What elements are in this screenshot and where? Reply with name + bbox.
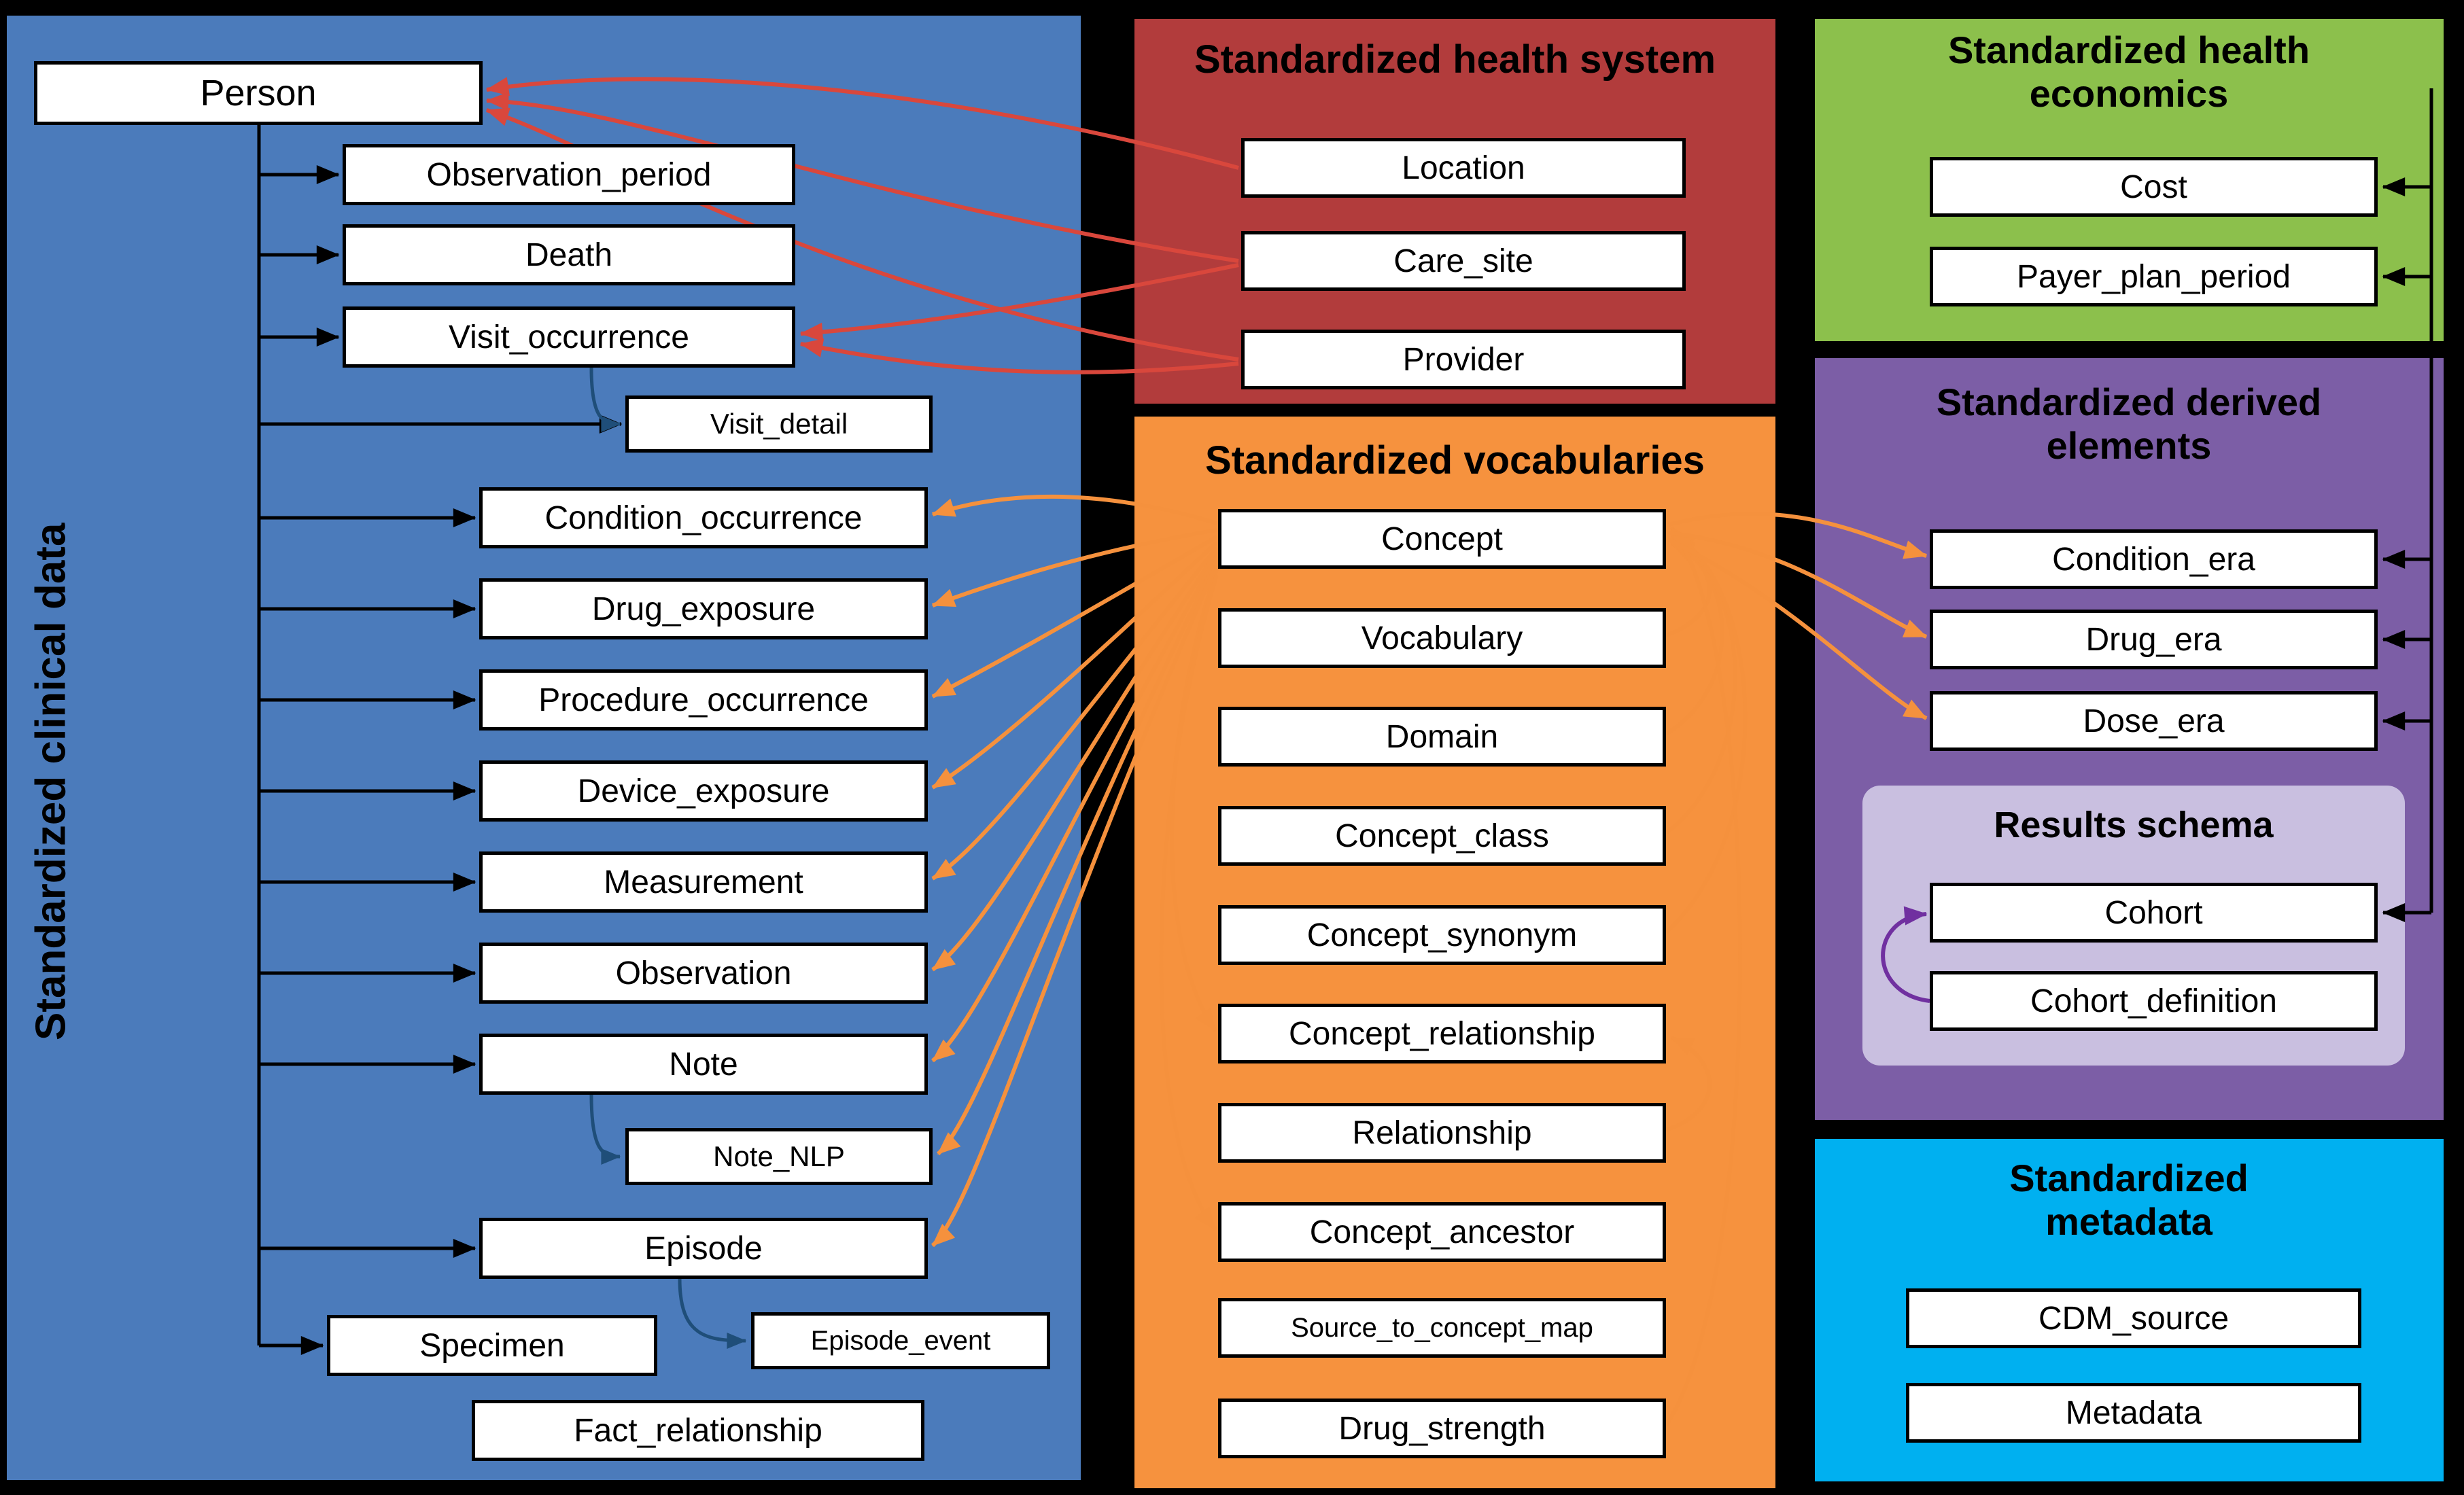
table-concept-synonym: Concept_synonym [1218, 905, 1666, 965]
table-drug-strength: Drug_strength [1218, 1399, 1666, 1458]
panel-title-health-system: Standardized health system [1194, 37, 1716, 82]
panel-title-health-economics: Standardized health economics [1947, 29, 2310, 116]
table-visit-detail: Visit_detail [625, 395, 933, 453]
table-episode: Episode [479, 1218, 928, 1279]
panel-title-vocabularies: Standardized vocabularies [1205, 438, 1705, 482]
table-concept-relationship: Concept_relationship [1218, 1004, 1666, 1063]
table-location: Location [1241, 138, 1686, 198]
table-cohort: Cohort [1930, 883, 2378, 943]
table-fact-relationship: Fact_relationship [472, 1400, 924, 1461]
table-relationship: Relationship [1218, 1103, 1666, 1163]
table-specimen: Specimen [327, 1315, 657, 1376]
table-cost: Cost [1930, 157, 2378, 217]
table-domain: Domain [1218, 707, 1666, 767]
table-measurement: Measurement [479, 851, 928, 913]
table-episode-event: Episode_event [751, 1312, 1050, 1369]
table-person: Person [34, 61, 483, 125]
table-cohort-definition: Cohort_definition [1930, 971, 2378, 1031]
table-metadata: Metadata [1906, 1383, 2361, 1443]
table-drug-era: Drug_era [1930, 610, 2378, 669]
table-cdm-source: CDM_source [1906, 1288, 2361, 1348]
table-source-to-concept-map: Source_to_concept_map [1218, 1298, 1666, 1358]
table-condition-era: Condition_era [1930, 529, 2378, 589]
table-device-exposure: Device_exposure [479, 760, 928, 822]
table-concept: Concept [1218, 509, 1666, 569]
panel-title-clinical-data: Standardized clinical data [27, 523, 75, 1040]
table-concept-class: Concept_class [1218, 806, 1666, 866]
table-provider: Provider [1241, 330, 1686, 389]
table-observation-period: Observation_period [343, 144, 795, 205]
table-vocabulary: Vocabulary [1218, 608, 1666, 668]
table-death: Death [343, 224, 795, 285]
table-condition-occurrence: Condition_occurrence [479, 487, 928, 548]
panel-title-derived-elements: Standardized derived elements [1936, 381, 2322, 468]
table-concept-ancestor: Concept_ancestor [1218, 1202, 1666, 1262]
table-note-nlp: Note_NLP [625, 1128, 933, 1185]
table-drug-exposure: Drug_exposure [479, 578, 928, 639]
table-care-site: Care_site [1241, 231, 1686, 291]
table-dose-era: Dose_era [1930, 691, 2378, 751]
table-note: Note [479, 1034, 928, 1095]
table-procedure-occurrence: Procedure_occurrence [479, 669, 928, 731]
table-visit-occurrence: Visit_occurrence [343, 306, 795, 368]
panel-title-results-schema: Results schema [1994, 805, 2274, 845]
panel-title-metadata: Standardized metadata [2009, 1157, 2249, 1244]
table-payer-plan-period: Payer_plan_period [1930, 247, 2378, 306]
table-observation: Observation [479, 943, 928, 1004]
